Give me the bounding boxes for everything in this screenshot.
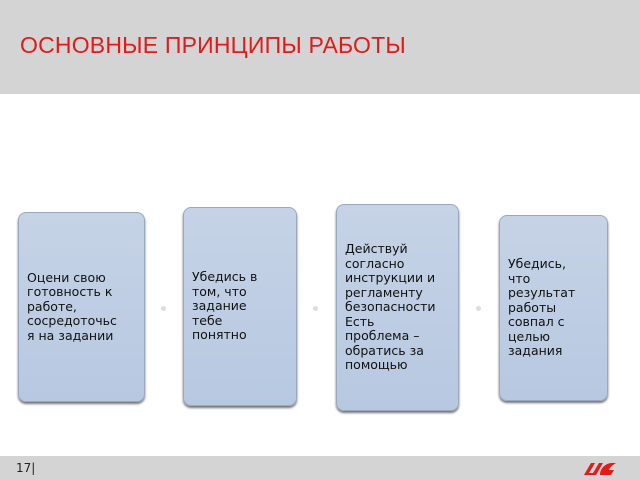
card-text: Убедись в том, что задание тебе понятно xyxy=(192,269,258,343)
card-readiness: Оцени свою готовность к работе, сосредот… xyxy=(18,212,145,402)
card-text: Убедись, что результат работы совпал с ц… xyxy=(508,256,576,359)
slide-title: ОСНОВНЫЕ ПРИНЦИПЫ РАБОТЫ xyxy=(20,32,406,58)
header-band: ОСНОВНЫЕ ПРИНЦИПЫ РАБОТЫ xyxy=(0,0,640,94)
card-text: Действуй согласно инструкции и регламент… xyxy=(345,241,436,373)
page-number: 17| xyxy=(16,461,36,475)
card-verify-result: Убедись, что результат работы совпал с ц… xyxy=(499,215,608,401)
rzd-logo-icon xyxy=(584,463,616,475)
connector-dot xyxy=(476,306,481,311)
connector-dot xyxy=(161,306,166,311)
card-act-safely: Действуй согласно инструкции и регламент… xyxy=(336,204,459,411)
connector-dot xyxy=(313,306,318,311)
footer-band: 17| xyxy=(0,456,640,480)
card-text: Оцени свою готовность к работе, сосредот… xyxy=(27,269,117,343)
card-understand: Убедись в том, что задание тебе понятно xyxy=(183,207,297,406)
